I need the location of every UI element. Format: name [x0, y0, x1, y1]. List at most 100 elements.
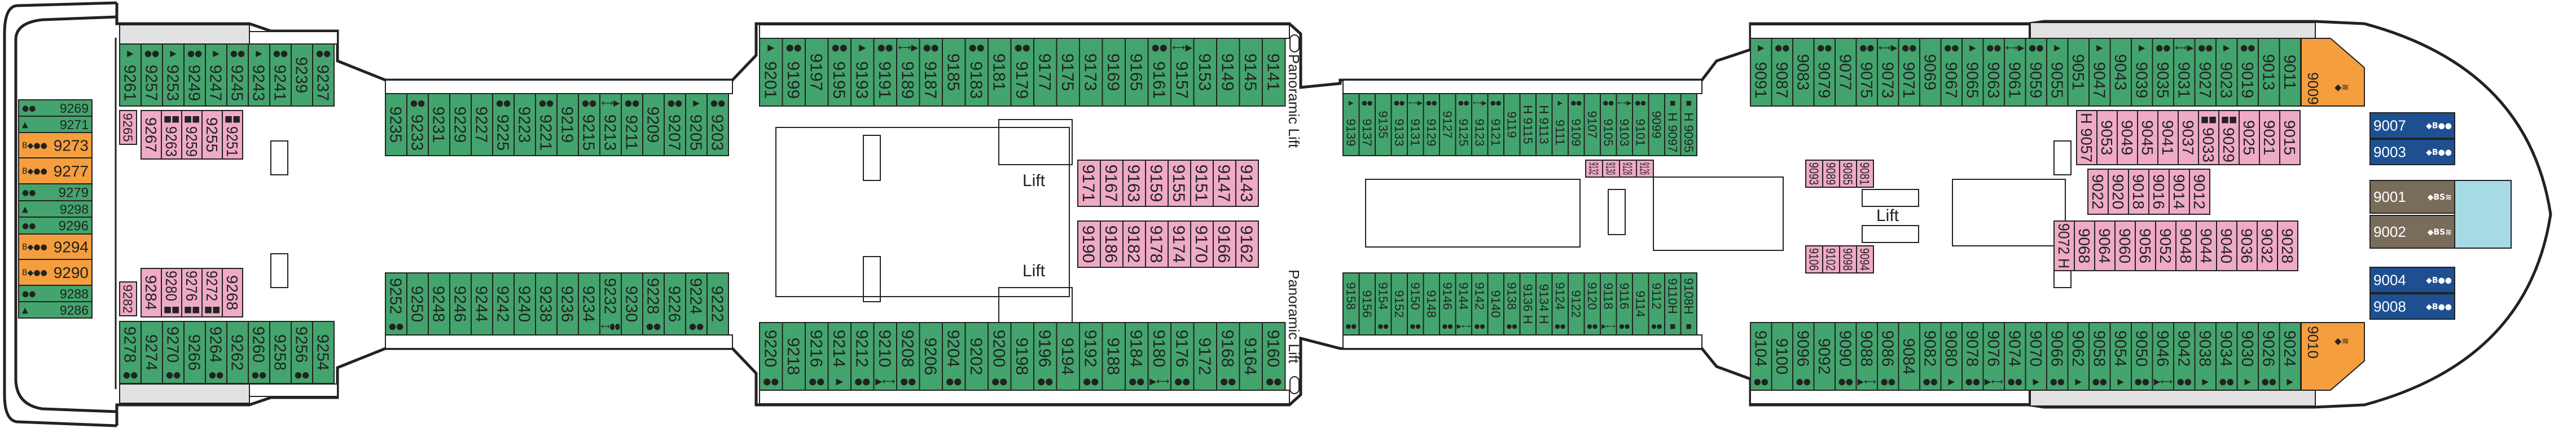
- cabin-block[interactable]: [1877, 38, 1899, 107]
- cabin-block[interactable]: [162, 43, 185, 107]
- cabin-9081[interactable]: 9081: [1856, 160, 1874, 188]
- cabin-9012[interactable]: 9012: [2189, 169, 2210, 215]
- cabin-block[interactable]: [2279, 38, 2301, 107]
- cabin-block[interactable]: [1262, 38, 1286, 107]
- cabin-9199[interactable]: 9199●●: [782, 38, 806, 107]
- cabin-9052[interactable]: 9052: [2155, 220, 2176, 271]
- cabin-9058[interactable]: 9058●●: [2088, 322, 2111, 391]
- cabin-block[interactable]: [1940, 38, 1963, 107]
- cabin-9236[interactable]: 9236: [556, 272, 579, 336]
- cabin-9259[interactable]: 9259■■: [181, 110, 203, 160]
- cabin-9045[interactable]: 9045: [2137, 110, 2158, 165]
- cabin-9051[interactable]: 9051: [2067, 38, 2090, 107]
- cabin-9080[interactable]: 9080▶: [1940, 322, 1963, 391]
- cabin-block[interactable]: [1822, 245, 1840, 273]
- cabin-9189[interactable]: 9189⟷▶: [896, 38, 920, 107]
- cabin-block[interactable]: [1648, 272, 1665, 336]
- cabin-9041[interactable]: 9041: [2157, 110, 2179, 165]
- cabin-9089[interactable]: 9089: [1822, 160, 1840, 188]
- cabin-9238[interactable]: 9238: [535, 272, 558, 336]
- cabin-9077[interactable]: 9077: [1835, 38, 1857, 107]
- cabin-9088[interactable]: 9088▶⟷: [1855, 322, 1878, 391]
- cabin-9270[interactable]: 9270●●: [162, 321, 185, 384]
- cabin-9185[interactable]: 9185: [942, 38, 966, 107]
- cabin-block[interactable]: [18, 217, 93, 235]
- cabin-9196[interactable]: 9196●●: [1033, 322, 1057, 391]
- cabin-block[interactable]: [2198, 110, 2219, 165]
- cabin-block[interactable]: [226, 321, 249, 384]
- cabin-9160[interactable]: 9160●●: [1262, 322, 1286, 391]
- cabin-block[interactable]: [578, 93, 600, 156]
- cabin-block[interactable]: [1503, 93, 1521, 156]
- cabin-block[interactable]: [428, 93, 450, 156]
- cabin-block[interactable]: [1170, 38, 1195, 107]
- cabin-9144[interactable]: 9144▶⟷: [1455, 272, 1472, 336]
- cabin-9163[interactable]: 9163: [1122, 160, 1146, 207]
- cabin-block[interactable]: [406, 93, 429, 156]
- cabin-block[interactable]: [1375, 93, 1392, 156]
- cabin-9197[interactable]: 9197: [805, 38, 829, 107]
- cabin-block[interactable]: [269, 43, 292, 107]
- cabin-block[interactable]: [1033, 38, 1057, 107]
- cabin-9064[interactable]: 9064: [2094, 220, 2116, 271]
- cabin-9055[interactable]: 9055▶: [2046, 38, 2069, 107]
- cabin-9142[interactable]: 9142●●: [1471, 272, 1489, 336]
- cabin-9036[interactable]: 9036: [2236, 220, 2258, 271]
- cabin-block[interactable]: [685, 272, 708, 336]
- cabin-block[interactable]: [1813, 322, 1836, 391]
- cabin-9224[interactable]: 9224●●: [685, 272, 708, 336]
- cabin-block[interactable]: [1262, 322, 1286, 391]
- cabin-block[interactable]: [1813, 38, 1836, 107]
- cabin-9249[interactable]: 9249●●: [183, 43, 206, 107]
- cabin-9065[interactable]: 9065▶: [1961, 38, 1984, 107]
- cabin-9256[interactable]: 9256●●: [291, 321, 313, 384]
- cabin-9210[interactable]: 9210▶⟷: [873, 322, 897, 391]
- cabin-block[interactable]: [827, 322, 852, 391]
- cabin-9168[interactable]: 9168●●: [1216, 322, 1240, 391]
- cabin-block[interactable]: [2194, 38, 2217, 107]
- cabin-9214[interactable]: 9214▶: [827, 322, 852, 391]
- suite-9010[interactable]: 9010◆≋: [2301, 322, 2365, 391]
- cabin-block[interactable]: [988, 322, 1012, 391]
- cabin-9109[interactable]: 9109●●: [1568, 93, 1585, 156]
- cabin-9084[interactable]: 9084: [1898, 322, 1920, 391]
- cabin-9184[interactable]: 9184●●: [1125, 322, 1149, 391]
- cabin-9028[interactable]: 9028: [2277, 220, 2298, 271]
- cabin-9111[interactable]: 9111▶: [1551, 93, 1569, 156]
- cabin-block[interactable]: [1390, 93, 1408, 156]
- cabin-block[interactable]: [1122, 220, 1146, 268]
- cabin-9183[interactable]: 9183●●: [964, 38, 989, 107]
- cabin-block[interactable]: [2004, 38, 2026, 107]
- cabin-block[interactable]: [1471, 93, 1489, 156]
- cabin-block[interactable]: [2135, 220, 2156, 271]
- cabin-9262[interactable]: 9262: [226, 321, 249, 384]
- cabin-block[interactable]: [1585, 160, 1603, 178]
- cabin-block[interactable]: [1982, 322, 2005, 391]
- cabin-9099[interactable]: 9099: [1648, 93, 1665, 156]
- cabin-9186[interactable]: 9186: [1100, 220, 1124, 268]
- cabin-9020[interactable]: 9020: [2108, 169, 2129, 215]
- cabin-9200[interactable]: 9200●●: [988, 322, 1012, 391]
- cabin-9098[interactable]: 9098: [1839, 245, 1857, 273]
- cabin-9294[interactable]: B◆●●9294: [18, 233, 93, 260]
- cabin-9206[interactable]: 9206: [919, 322, 943, 391]
- cabin-9252[interactable]: 9252●●: [385, 272, 407, 336]
- cabin-block[interactable]: [269, 321, 292, 384]
- cabin-block[interactable]: [1213, 160, 1236, 207]
- cabin-9253[interactable]: 9253▶: [162, 43, 185, 107]
- cabin-H9115[interactable]: H 9115: [1519, 93, 1537, 156]
- cabin-block[interactable]: [1503, 272, 1521, 336]
- cabin-block[interactable]: [1342, 272, 1360, 336]
- cabin-block[interactable]: [664, 272, 686, 336]
- cabin-block[interactable]: [1439, 272, 1456, 336]
- cabin-9221[interactable]: 9221●●: [535, 93, 558, 156]
- cabin-block[interactable]: [621, 93, 643, 156]
- suite-9009[interactable]: 9009◆≋: [2301, 38, 2365, 107]
- cabin-block[interactable]: [873, 322, 897, 391]
- cabin-block[interactable]: [385, 93, 407, 156]
- cabin-block[interactable]: [2094, 220, 2116, 271]
- cabin-9070[interactable]: 9070▶: [2025, 322, 2047, 391]
- cabin-9059[interactable]: 9059●●: [2025, 38, 2047, 107]
- cabin-9060[interactable]: 9060: [2114, 220, 2136, 271]
- cabin-9050[interactable]: 9050●●: [2131, 322, 2153, 391]
